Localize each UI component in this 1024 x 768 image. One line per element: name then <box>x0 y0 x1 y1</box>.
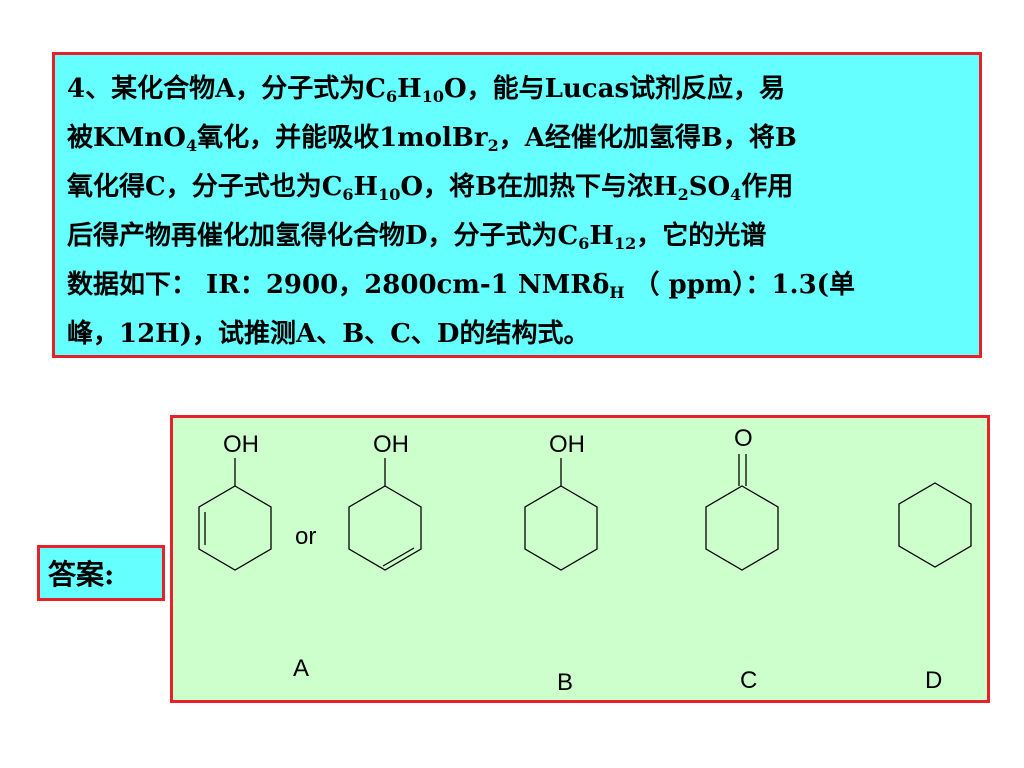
problem-text-segment: H <box>589 221 614 251</box>
problem-box: 4、某化合物A，分子式为C6H10O，能与Lucas试剂反应，易被KMnO4氧化… <box>52 52 982 358</box>
problem-text-segment: （ ppm）：1.3(单 <box>624 270 855 300</box>
structure-b: OH <box>524 431 598 571</box>
subscript: 6 <box>342 185 354 204</box>
subscript: 12 <box>613 234 637 253</box>
structures-diagram: OH or OH OH O <box>198 425 972 696</box>
problem-text-segment: 氧化，并能吸收1molBr <box>197 123 488 153</box>
structure-a-alt-oh: OH <box>373 431 409 458</box>
problem-text-segment: 被KMnO <box>67 123 186 153</box>
subscript: 6 <box>578 234 590 253</box>
structure-c-ring <box>705 485 779 571</box>
label-b: B <box>557 669 573 696</box>
subscript: 6 <box>385 87 398 106</box>
problem-text-segment: 后得产物再催化加氢得化合物D，分子式为C <box>67 221 579 251</box>
problem-text-segment: O，能与Lucas试剂反应，易 <box>443 74 786 104</box>
structure-c: O <box>705 425 779 571</box>
problem-text-segment: H <box>353 172 379 202</box>
subscript: 10 <box>378 185 401 204</box>
subscript: 4 <box>185 136 198 155</box>
structure-a-oh: OH <box>223 431 259 458</box>
label-a: A <box>293 655 309 682</box>
problem-text-segment: 作用 <box>741 172 794 202</box>
subscript: H <box>609 283 625 302</box>
problem-text-segment: 4、某化合物A，分子式为C <box>67 74 386 104</box>
problem-text-segment: SO <box>688 172 731 202</box>
problem-text-segment: O，将B在加热下与浓H <box>400 172 678 202</box>
structure-a-alt-double-bond <box>382 547 415 567</box>
problem-text-segment: 氧化得C，分子式也为C <box>67 172 343 202</box>
structure-a-alt: OH <box>348 431 422 571</box>
answer-label-box: 答案: <box>37 545 165 601</box>
subscript: 2 <box>677 185 689 204</box>
label-c: C <box>740 667 757 694</box>
problem-text-segment: ，A经催化加氢得B，将B <box>498 123 797 153</box>
problem-text: 4、某化合物A，分子式为C6H10O，能与Lucas试剂反应，易被KMnO4氧化… <box>67 65 965 359</box>
answer-box: OH or OH OH O <box>170 415 990 703</box>
structure-b-ring <box>524 485 598 571</box>
problem-text-segment: 数据如下： IR：2900，2800cm-1 NMRδ <box>67 270 610 300</box>
structure-c-o: O <box>734 425 753 452</box>
label-d: D <box>925 667 942 694</box>
structure-a: OH <box>198 431 272 571</box>
structure-b-oh: OH <box>549 431 585 458</box>
or-text: or <box>295 523 316 550</box>
problem-text-segment: ，它的光谱 <box>636 221 767 251</box>
subscript: 10 <box>421 87 444 106</box>
structure-d-ring <box>898 482 972 568</box>
answer-label: 答案: <box>48 558 115 591</box>
structure-d <box>898 482 972 568</box>
structure-a-ring <box>198 485 272 571</box>
structure-a-alt-ring <box>348 485 422 571</box>
problem-text-segment: 峰，12H)，试推测A、B、C、D的结构式。 <box>67 319 590 349</box>
subscript: 2 <box>487 136 499 155</box>
subscript: 4 <box>730 185 742 204</box>
problem-text-segment: H <box>397 74 422 104</box>
